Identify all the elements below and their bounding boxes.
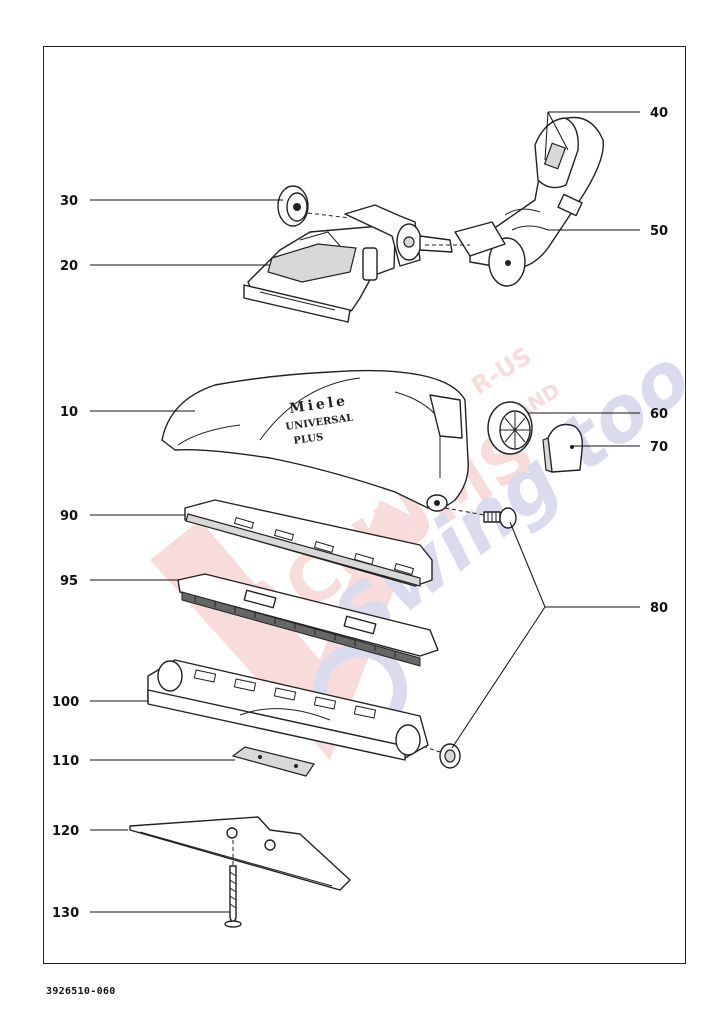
- callout-110: 110: [52, 754, 79, 769]
- part-20-connector-base: [243, 204, 470, 323]
- callout-20: 20: [60, 259, 78, 274]
- part-130-screw: [224, 840, 242, 928]
- part-70-end-cap: [542, 423, 584, 473]
- callout-50: 50: [650, 224, 668, 239]
- callout-80: 80: [650, 601, 668, 616]
- callout-30: 30: [60, 194, 78, 209]
- document-number: 3926510-060: [46, 986, 116, 997]
- part-120-sole-plate: [129, 816, 351, 891]
- callout-70: 70: [650, 440, 668, 455]
- part-50-swivel-neck: [454, 116, 605, 287]
- part-60-wheel: [487, 401, 533, 455]
- leader-lines: [90, 111, 640, 913]
- callout-60: 60: [650, 407, 668, 422]
- part-80-screw: [444, 507, 517, 529]
- watermark-v-shape: [150, 500, 420, 760]
- callout-100: 100: [52, 695, 79, 710]
- callout-130: 130: [52, 906, 79, 921]
- callout-10: 10: [60, 405, 78, 420]
- part-10-housing: Miele UNIVERSAL PLUS: [161, 369, 469, 512]
- callout-90: 90: [60, 509, 78, 524]
- diagram-frame: [43, 46, 686, 964]
- brand-plus: PLUS: [293, 432, 324, 447]
- part-30-wheel: [277, 185, 309, 227]
- callout-40: 40: [650, 106, 668, 121]
- callout-95: 95: [60, 574, 78, 589]
- part-95-brush-strip: [177, 573, 439, 667]
- part-90-bumper-strip: [184, 499, 433, 587]
- part-110-plate: [231, 746, 315, 777]
- callout-120: 120: [52, 824, 79, 839]
- watermark-text-sub: R-US: [466, 342, 536, 400]
- callout-labels: 30 20 10 90 95 100 110 120 130 40 50 60 …: [52, 106, 668, 921]
- part-100-base-frame: [147, 659, 429, 761]
